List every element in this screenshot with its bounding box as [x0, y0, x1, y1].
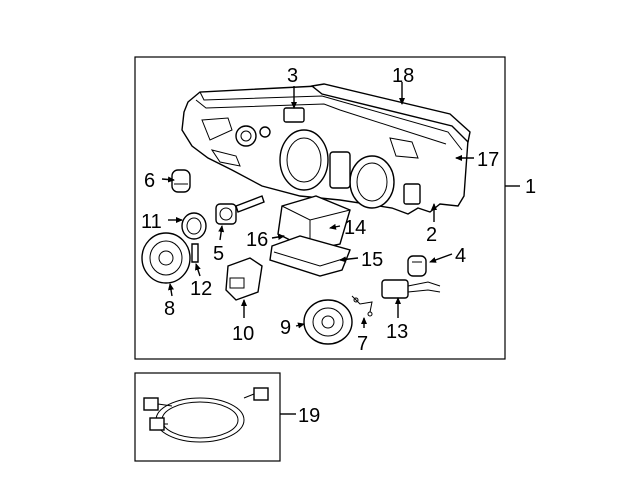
- lens-trim-strip: [310, 83, 471, 144]
- headlamp-housing-illustration: [181, 85, 469, 215]
- bulb-4: [407, 255, 427, 277]
- callout-12: 12: [190, 278, 212, 300]
- callout-19: 19: [298, 405, 320, 427]
- bulb-5: [215, 195, 265, 225]
- ballast-module-14: [277, 195, 351, 251]
- callout-18: 18: [392, 65, 414, 87]
- bulb-socket-6: [171, 169, 191, 193]
- socket-connector-13: [381, 279, 441, 299]
- callout-15: 15: [361, 249, 383, 271]
- callout-11: 11: [141, 211, 162, 233]
- callout-14: 14: [344, 217, 366, 239]
- rear-cover-9: [303, 299, 353, 345]
- wiring-harness-frame: [134, 372, 281, 462]
- callout-5: 5: [213, 243, 224, 265]
- callout-2: 2: [426, 224, 437, 246]
- callout-6: 6: [144, 170, 155, 192]
- callout-7: 7: [357, 333, 368, 355]
- callout-9: 9: [280, 317, 291, 339]
- callout-16: 16: [246, 229, 268, 251]
- callout-3: 3: [287, 65, 298, 87]
- wiring-harness-19: [143, 387, 269, 443]
- leveling-motor-10: [225, 257, 263, 301]
- bracket-7: [351, 295, 373, 317]
- callout-labels: 1 2 3 4 5 6 7 8 9 10 11 12 13 14 15 16 1…: [141, 65, 536, 427]
- ballast-base-15: [269, 235, 351, 277]
- rear-cover-8: [141, 232, 191, 284]
- callout-13: 13: [386, 321, 408, 343]
- callout-8: 8: [164, 298, 175, 320]
- small-bulb-12: [191, 243, 199, 263]
- dust-cap-11: [181, 212, 207, 240]
- callout-10: 10: [232, 323, 254, 345]
- callout-1: 1: [525, 176, 536, 198]
- headlamp-assembly-frame: [134, 56, 506, 360]
- callout-17: 17: [477, 149, 499, 171]
- leader-lines: [161, 82, 520, 415]
- callout-4: 4: [455, 245, 466, 267]
